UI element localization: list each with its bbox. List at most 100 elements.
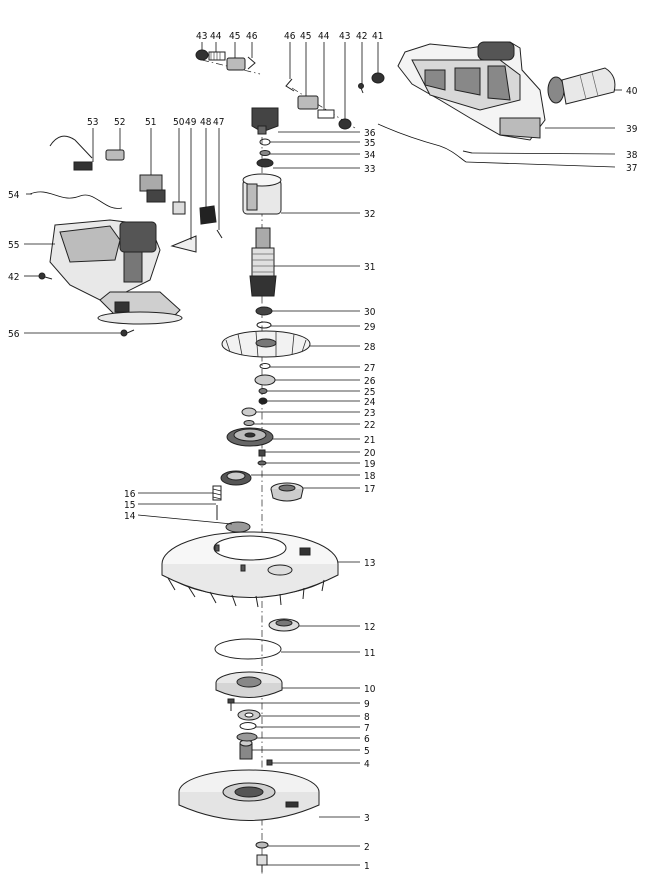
part-gear-18 <box>220 470 252 486</box>
callout-47: 47 <box>213 117 224 128</box>
callout-35: 35 <box>364 138 375 149</box>
callout-9: 9 <box>364 699 370 710</box>
part-cable-53 <box>49 135 93 171</box>
callout-8: 8 <box>364 712 370 723</box>
part-clip-48 <box>199 205 217 225</box>
part-screw-42b <box>358 83 364 94</box>
callout-1: 1 <box>364 861 370 872</box>
part-strain-relief-52 <box>105 149 125 161</box>
part-cable-37 <box>377 123 467 163</box>
part-washer-34 <box>259 150 271 156</box>
part-cable-54 <box>29 191 123 209</box>
part-bearing-cup-17 <box>270 482 304 502</box>
callout-50: 50 <box>173 117 185 128</box>
callout-20: 20 <box>364 448 376 459</box>
part-base-plate-13 <box>161 531 339 608</box>
part-bracket-36 <box>251 107 279 135</box>
callout-40: 40 <box>626 86 638 97</box>
part-stator-32 <box>242 173 282 215</box>
part-spindle-5 <box>239 739 253 760</box>
callout-48: 48 <box>200 117 212 128</box>
part-gear-wheel-21 <box>226 427 274 447</box>
part-screw-38 <box>462 150 473 154</box>
part-ring-6 <box>236 732 258 742</box>
callout-3: 3 <box>364 813 370 824</box>
part-washer-19 <box>257 460 267 466</box>
part-bushing-14 <box>225 521 251 533</box>
part-bearing-8 <box>237 709 261 721</box>
callout-34: 34 <box>364 150 376 161</box>
part-ring-41 <box>371 72 385 84</box>
callout-19: 19 <box>364 459 376 470</box>
callout-42-right: 42 <box>356 31 367 42</box>
callout-53: 53 <box>87 117 98 128</box>
callout-14: 14 <box>124 511 136 522</box>
part-sanding-pad-3 <box>178 769 320 821</box>
callout-52: 52 <box>114 117 125 128</box>
part-side-handle-40 <box>547 67 616 105</box>
part-nut-24 <box>258 397 268 405</box>
callout-30: 30 <box>364 307 376 318</box>
callout-49: 49 <box>185 117 197 128</box>
callout-26: 26 <box>364 376 376 387</box>
part-washer-29 <box>256 321 272 329</box>
part-bearing-housing-10 <box>215 671 283 698</box>
part-screw-56 <box>120 329 135 337</box>
part-ring-35 <box>259 138 271 146</box>
callout-44-right: 44 <box>318 31 330 42</box>
part-brush-cap-43a <box>195 49 209 61</box>
callout-29: 29 <box>364 322 376 333</box>
callout-45-right: 45 <box>300 31 311 42</box>
part-brush-holder-45a <box>226 57 246 71</box>
part-spring-46a <box>247 56 256 70</box>
callout-16: 16 <box>124 489 136 500</box>
part-fan-28 <box>221 330 311 358</box>
part-bearing-26 <box>254 374 276 386</box>
callout-24: 24 <box>364 397 376 408</box>
callout-55: 55 <box>8 240 19 251</box>
callout-11: 11 <box>364 648 375 659</box>
part-spring-16 <box>212 485 222 501</box>
part-screw-9 <box>227 698 235 711</box>
callout-5: 5 <box>364 746 370 757</box>
callout-51: 51 <box>145 117 156 128</box>
part-spring-46b <box>285 78 295 92</box>
callout-32: 32 <box>364 209 375 220</box>
callout-36: 36 <box>364 128 376 139</box>
callout-37: 37 <box>626 163 637 174</box>
part-pin-47 <box>216 229 223 239</box>
callout-12: 12 <box>364 622 375 633</box>
callout-39: 39 <box>626 124 638 135</box>
part-lever-49 <box>170 235 197 253</box>
part-brush-cap-43b <box>338 118 352 130</box>
callout-2: 2 <box>364 842 370 853</box>
part-screw-42a <box>38 272 53 280</box>
part-washer-27 <box>259 363 271 369</box>
callout-21: 21 <box>364 435 375 446</box>
callout-10: 10 <box>364 684 376 695</box>
part-bearing-33 <box>256 158 274 168</box>
part-brush-holder-45b <box>297 95 319 110</box>
callout-41: 41 <box>372 31 383 42</box>
callout-46-left: 46 <box>246 31 258 42</box>
callout-15: 15 <box>124 500 135 511</box>
part-brush-44a <box>208 51 226 61</box>
callout-43-right: 43 <box>339 31 350 42</box>
part-armature-31 <box>249 227 277 297</box>
part-bearing-23 <box>241 407 257 417</box>
part-screw-1 <box>256 854 268 872</box>
callout-28: 28 <box>364 342 376 353</box>
callout-56: 56 <box>8 329 20 340</box>
callout-17: 17 <box>364 484 375 495</box>
part-seal-ring-11 <box>214 638 282 660</box>
callout-6: 6 <box>364 734 370 745</box>
callout-25: 25 <box>364 387 375 398</box>
leader-lines <box>24 42 622 866</box>
callout-18: 18 <box>364 471 376 482</box>
part-circlip-7 <box>239 722 257 730</box>
callout-46-right: 46 <box>284 31 296 42</box>
part-washer-2 <box>255 841 269 849</box>
part-brush-44b <box>317 109 335 119</box>
part-screw-20 <box>258 449 266 457</box>
